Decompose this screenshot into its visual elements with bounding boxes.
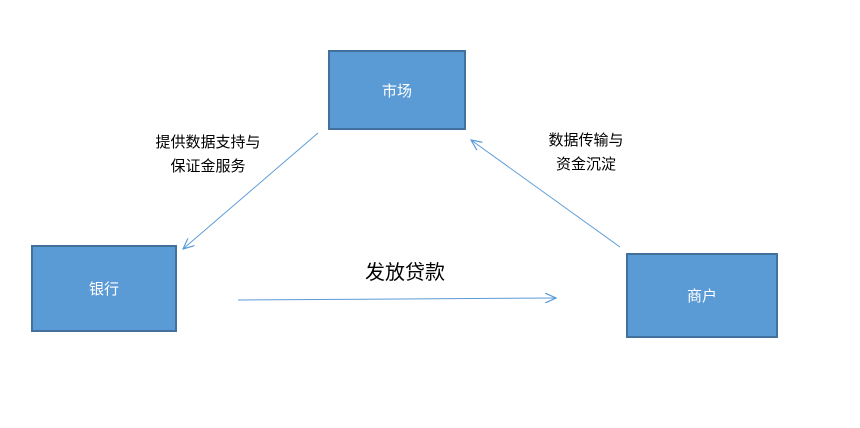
edge-label-line: 数据传输与 — [548, 131, 624, 149]
node-market-label: 市场 — [381, 81, 412, 100]
edge-label-bank-to-merchant: 发放贷款 — [365, 260, 445, 284]
edge-label-line: 提供数据支持与 — [155, 133, 261, 151]
edge-label-merchant-to-market: 数据传输与 资金沉淀 — [536, 128, 636, 176]
node-bank-label: 银行 — [88, 280, 119, 298]
node-merchant-label: 商户 — [686, 287, 717, 305]
node-bank: 银行 — [31, 245, 177, 332]
arrow-merchant-to-market — [471, 140, 621, 248]
edge-label-market-to-bank: 提供数据支持与 保证金服务 — [140, 130, 276, 178]
edge-label-line: 资金沉淀 — [555, 155, 616, 173]
edge-label-line: 保证金服务 — [170, 157, 246, 175]
node-market: 市场 — [328, 50, 466, 130]
arrow-market-to-bank — [183, 132, 319, 249]
node-merchant: 商户 — [626, 253, 778, 338]
arrow-bank-to-merchant — [237, 298, 556, 300]
